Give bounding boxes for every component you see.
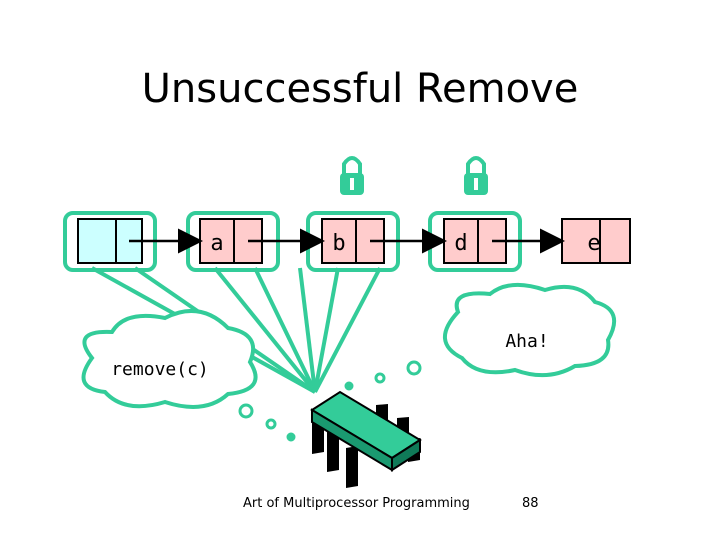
thought-text-left: remove(c) [111,359,209,380]
list-node-e [561,218,631,264]
node-key-b: b [332,231,345,256]
thought-bubbles-right [344,360,422,391]
thread-chip-icon [310,390,422,488]
thought-cloud-right [442,282,617,378]
thought-bubbles-left [238,403,296,442]
node-key-d: d [454,231,467,256]
padlock-icon [340,156,364,195]
node-key-e: e [587,231,600,256]
thought-text-right: Aha! [505,331,548,352]
list-node-head [77,218,143,264]
thought-cloud-left [81,309,258,409]
slide-title: Unsuccessful Remove [141,66,579,112]
page-number: 88 [522,496,539,511]
footer-text: Art of Multiprocessor Programming [243,496,470,511]
node-key-a: a [210,231,223,256]
list-node-a [199,218,263,264]
padlock-icon [464,156,488,195]
